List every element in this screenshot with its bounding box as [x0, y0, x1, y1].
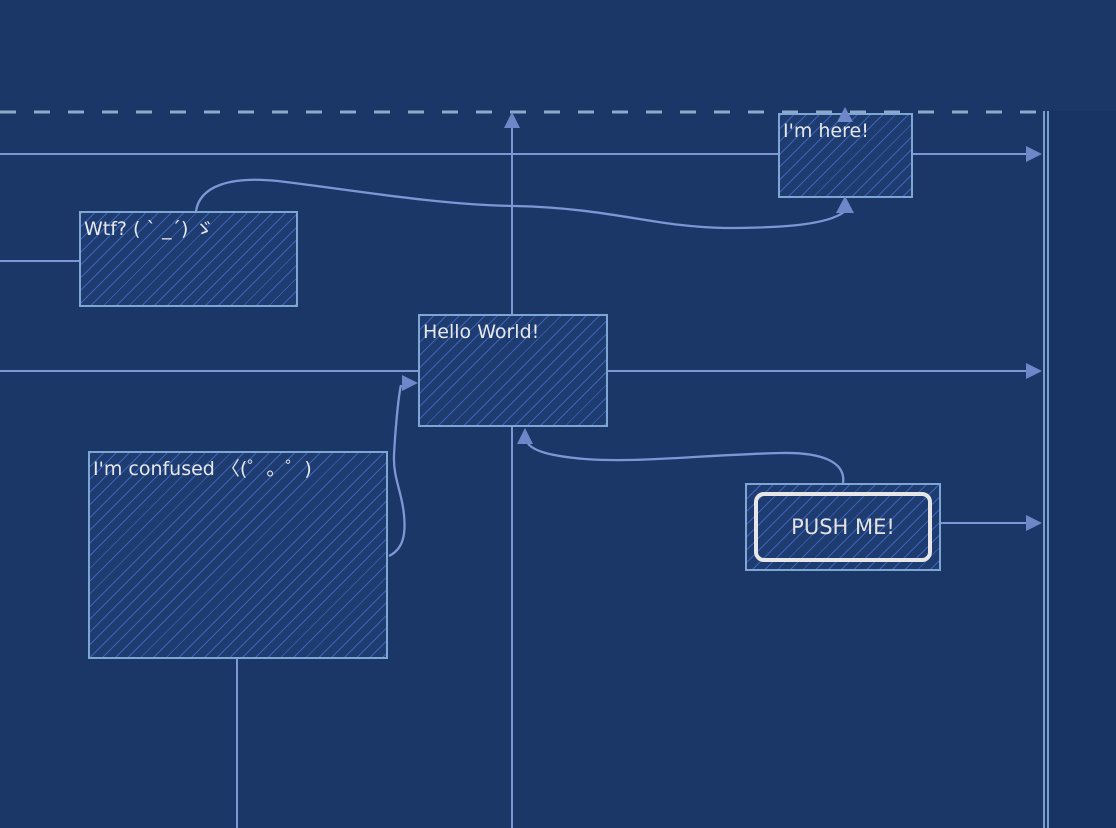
node-hello-world-label: Hello World!	[423, 321, 540, 343]
push-me-container: PUSH ME!	[745, 483, 941, 571]
connector-push-me-to-hello	[525, 441, 845, 484]
node-im-confused: I'm confused 〈(゜。゜)	[88, 451, 388, 659]
node-im-here-label: I'm here!	[783, 120, 869, 142]
node-hello-world: Hello World!	[418, 314, 608, 427]
push-me-button[interactable]: PUSH ME!	[754, 492, 932, 562]
connector-im-confused-to-hello	[388, 384, 406, 558]
node-im-confused-label: I'm confused 〈(゜。゜)	[93, 458, 312, 480]
guide-line-c-arrowhead	[1026, 363, 1042, 379]
hello-bottom-arrowhead	[517, 428, 533, 444]
node-wtf-label: Wtf? ( ` _´) ゞ	[84, 218, 214, 240]
im-here-bottom-arrowhead	[836, 196, 854, 213]
hello-left-arrowhead	[402, 375, 418, 391]
node-wtf: Wtf? ( ` _´) ゞ	[79, 211, 298, 307]
right-edge-strip	[1049, 111, 1116, 828]
vertical-guide-arrowhead	[504, 112, 520, 128]
guide-line-d-arrowhead	[1026, 515, 1042, 531]
guide-line-a-arrowhead	[1026, 146, 1042, 162]
connector-wtf-to-im-here	[194, 178, 845, 230]
im-here-top-arrowhead	[837, 107, 853, 122]
